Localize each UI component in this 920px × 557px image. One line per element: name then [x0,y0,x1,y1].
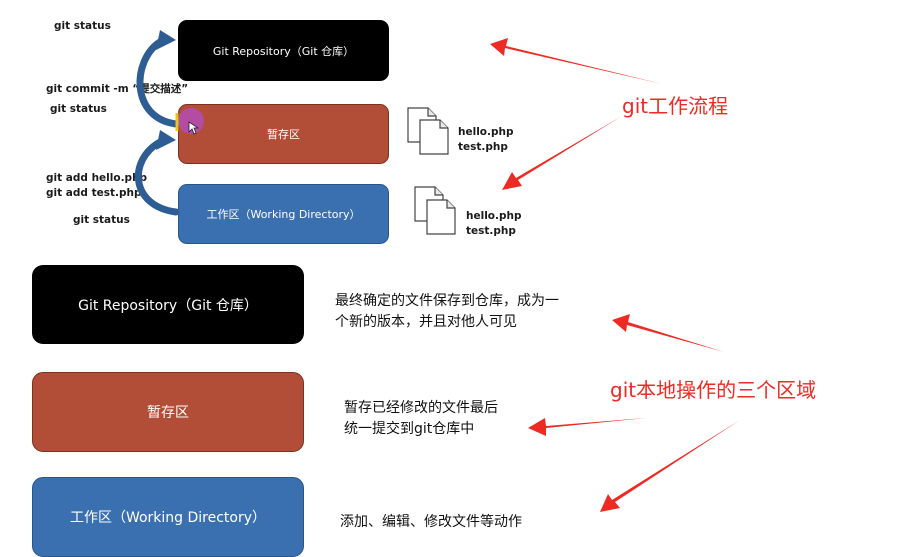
command-git-add-hello: git add hello.php [46,172,148,184]
description-line: 个新的版本，并且对他人可见 [335,314,517,330]
repository-description: 最终确定的文件保存到仓库，成为一 个新的版本，并且对他人可见 [335,291,559,333]
description-line: 统一提交到git仓库中 [344,421,475,437]
repository-label-top: Git Repository（Git 仓库） [212,44,355,58]
staging-box: 暂存区 [32,372,304,452]
staging-description: 暂存已经修改的文件最后 统一提交到git仓库中 [344,398,498,440]
command-git-add-test: git add test.php [46,187,142,199]
working-box: 工作区（Working Directory） [32,477,304,557]
command-git-status: git status [73,214,130,226]
callout-three-areas: git本地操作的三个区域 [610,378,817,402]
document-icon [407,107,449,155]
curved-arrow-icon [134,130,180,216]
command-git-status: git status [54,20,111,32]
working-label-top: 工作区（Working Directory） [206,208,361,221]
working-description: 添加、编辑、修改文件等动作 [340,512,522,533]
red-arrow-icon [490,38,740,512]
staging-label: 暂存区 [147,405,189,421]
working-label: 工作区（Working Directory） [69,510,267,526]
file-list-stage: hello.php test.php [458,125,514,155]
curved-arrow-icon [136,30,180,128]
repository-box: Git Repository（Git 仓库） [32,265,304,344]
document-icon [414,186,456,235]
file-name: hello.php [458,126,514,138]
command-git-status: git status [50,103,107,115]
staging-box-top: 暂存区 [178,104,389,164]
file-list-work: hello.php test.php [466,209,522,239]
description-line: 暂存已经修改的文件最后 [344,400,498,416]
repository-box-top: Git Repository（Git 仓库） [178,20,389,81]
description-line: 最终确定的文件保存到仓库，成为一 [335,293,559,309]
description-line: 添加、编辑、修改文件等动作 [340,514,522,530]
file-name: test.php [466,225,516,237]
staging-label-top: 暂存区 [267,128,300,141]
callout-git-workflow: git工作流程 [622,94,729,118]
command-git-commit: git commit -m “提交描述” [46,83,189,95]
file-name: hello.php [466,210,522,222]
working-box-top: 工作区（Working Directory） [178,184,389,244]
mouse-cursor-icon [175,108,204,135]
repository-label: Git Repository（Git 仓库） [78,297,258,314]
file-name: test.php [458,141,508,153]
